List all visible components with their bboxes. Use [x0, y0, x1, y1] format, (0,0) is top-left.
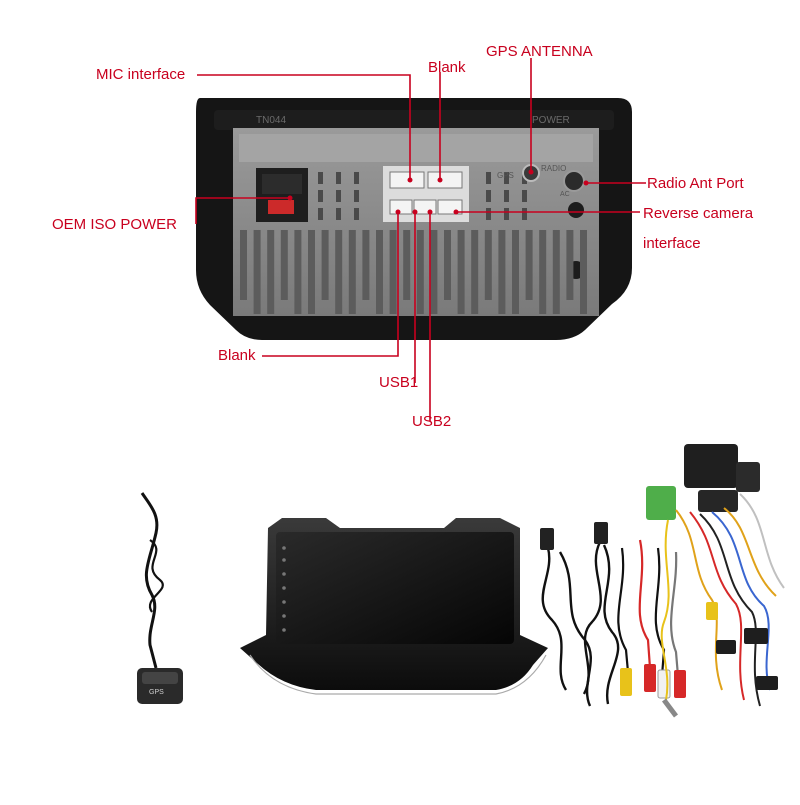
- vent-slots: [318, 172, 527, 220]
- cooling-fin: [240, 230, 247, 300]
- usb-plug-2: [594, 522, 608, 544]
- harness-green-connector: [646, 486, 676, 520]
- head-unit-screen: [276, 532, 514, 644]
- usb-plug-1: [540, 528, 554, 550]
- usb-cable-icon: [541, 541, 620, 707]
- vent-slot: [486, 208, 491, 220]
- cooling-fin: [525, 230, 533, 300]
- wiring-harness-icon: [646, 444, 785, 718]
- mic-connector: [389, 171, 425, 189]
- callout-usb2: USB2: [412, 413, 452, 430]
- head-unit-icon: [240, 518, 548, 695]
- rca-plug-yellow: [620, 668, 632, 696]
- rca-cable-icon: [617, 539, 680, 677]
- callout-oem-iso-power: OEM ISO POWER: [52, 216, 178, 233]
- blank-connector-top: [427, 171, 463, 189]
- vent-slot: [318, 190, 323, 202]
- gps-antenna-icon: GPS: [137, 492, 183, 704]
- cooling-fin: [552, 230, 560, 314]
- callout-mic-interface: MIC interface: [96, 66, 186, 83]
- cooling-fin: [308, 230, 315, 314]
- cooling-fin: [280, 230, 288, 300]
- cooling-fin: [321, 230, 329, 300]
- cooling-fin: [403, 230, 411, 300]
- cooling-fin: [362, 230, 370, 300]
- vent-slot: [336, 190, 341, 202]
- vent-slot: [504, 190, 509, 202]
- gps-port-marking: GPS: [497, 171, 514, 180]
- cooling-fin: [566, 230, 574, 300]
- vent-slot: [318, 172, 323, 184]
- antenna-ground-marking: AC: [560, 191, 570, 198]
- callout-lines: [195, 58, 646, 421]
- cooling-fin: [512, 230, 519, 314]
- cooling-fin: [389, 230, 397, 314]
- vent-slot: [486, 190, 491, 202]
- callout-dots: [287, 169, 589, 215]
- leader-mic: [197, 74, 411, 180]
- usb1-connector: [389, 199, 413, 215]
- callout-reverse-camera-interface: interface: [643, 235, 701, 252]
- cooling-fin: [471, 230, 479, 314]
- cooling-fin: [539, 230, 547, 314]
- vent-slot: [354, 208, 359, 220]
- callout-reverse-camera: Reverse camera: [643, 205, 754, 222]
- leader-oem: [195, 197, 290, 224]
- callout-gps-antenna: GPS ANTENNA: [486, 43, 593, 60]
- callout-blank-top: Blank: [428, 59, 466, 76]
- leader-blank-bottom: [262, 212, 399, 357]
- side-buttons: [282, 546, 286, 632]
- model-marking: TN044: [256, 115, 286, 126]
- cooling-fin: [416, 230, 424, 314]
- cooling-fin: [294, 230, 302, 314]
- vent-slot: [336, 172, 341, 184]
- radio-antenna-port: [563, 170, 585, 192]
- vent-slot: [522, 208, 527, 220]
- vent-slot: [354, 190, 359, 202]
- vent-slot: [504, 208, 509, 220]
- radio-port-marking: RADIO: [541, 164, 566, 173]
- vent-slot: [504, 172, 509, 184]
- gps-module-marking: GPS: [149, 689, 164, 696]
- head-unit-rear-view: TN044 POWER GPS RADIO AC: [196, 98, 632, 340]
- power-fuse: [268, 200, 294, 214]
- harness-box: [684, 444, 738, 488]
- power-marking: POWER: [532, 115, 570, 126]
- vent-slot: [318, 208, 323, 220]
- cooling-fin: [430, 230, 438, 314]
- rca-plug-red-2: [674, 670, 686, 698]
- cooling-fins: [240, 230, 587, 314]
- vent-slot: [522, 190, 527, 202]
- vent-slot: [336, 208, 341, 220]
- cooling-fin: [253, 230, 261, 314]
- vent-slot: [354, 172, 359, 184]
- cooling-fin: [335, 230, 343, 314]
- cooling-fin: [444, 230, 451, 300]
- callout-blank-bottom: Blank: [218, 347, 256, 364]
- callout-usb1: USB1: [379, 374, 419, 391]
- cooling-fin: [348, 230, 356, 314]
- cooling-fin: [267, 230, 275, 314]
- cooling-fin: [498, 230, 506, 314]
- cooling-fin: [484, 230, 492, 300]
- cooling-fin: [580, 230, 587, 314]
- rca-plug-red: [644, 664, 656, 692]
- cooling-fin: [457, 230, 465, 314]
- cooling-fin: [376, 230, 383, 314]
- callout-radio-ant-port: Radio Ant Port: [647, 175, 744, 192]
- vent-slot: [486, 172, 491, 184]
